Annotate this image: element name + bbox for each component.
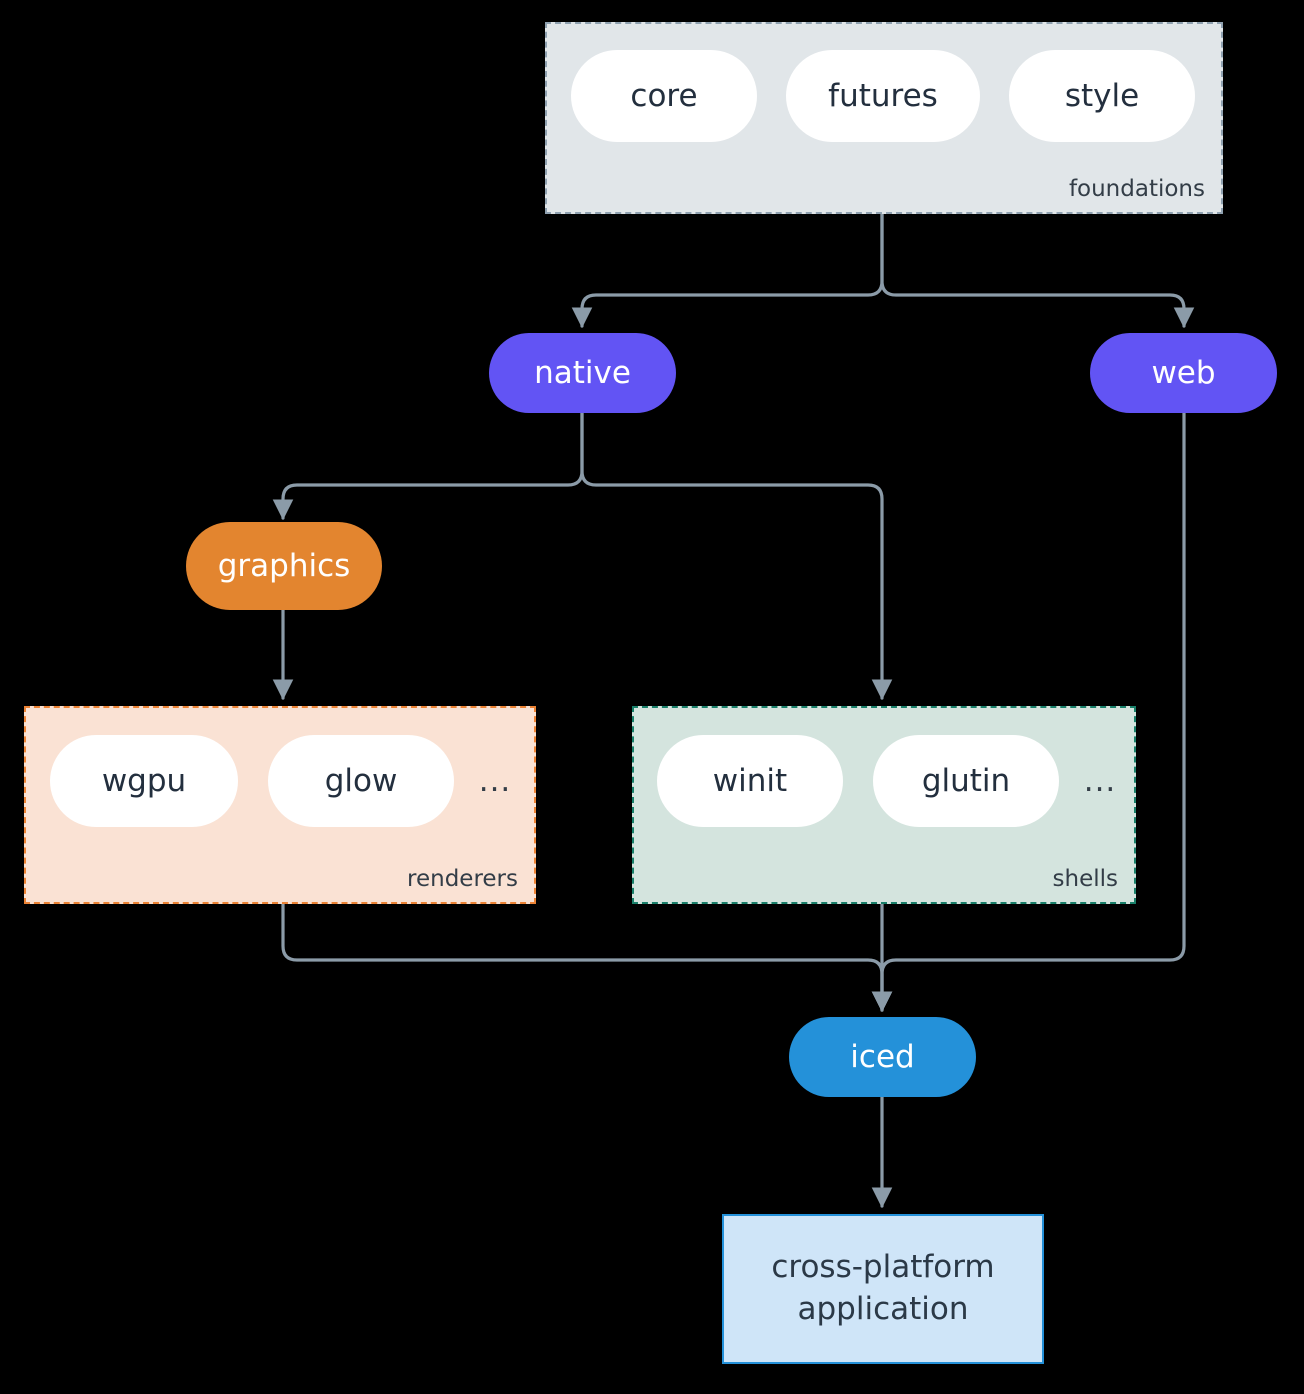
edge-renderers-iced: [281, 902, 893, 1013]
node-iced-label: iced: [850, 1039, 915, 1075]
node-futures-label: futures: [828, 78, 938, 114]
renderers-ellipsis-label: ...: [478, 763, 512, 799]
renderers-ellipsis: ...: [470, 735, 520, 827]
node-glow[interactable]: glow: [268, 735, 454, 827]
edge-native-shells: [580, 411, 893, 701]
node-winit-label: winit: [712, 763, 788, 799]
edge-foundations-native: [571, 212, 884, 329]
node-style[interactable]: style: [1009, 50, 1195, 142]
cluster-foundations-label: foundations: [1068, 176, 1205, 202]
node-winit[interactable]: winit: [657, 735, 843, 827]
node-core[interactable]: core: [571, 50, 757, 142]
node-cross-platform-application[interactable]: cross-platform application: [722, 1214, 1044, 1364]
cluster-shells-label: shells: [1052, 866, 1118, 892]
node-glutin-label: glutin: [921, 763, 1011, 799]
shells-ellipsis-label: ...: [1083, 763, 1117, 799]
application-line-2: application: [797, 1291, 969, 1327]
node-core-label: core: [630, 78, 698, 114]
node-graphics[interactable]: graphics: [186, 522, 382, 610]
edge-foundations-web: [880, 212, 1195, 329]
node-wgpu[interactable]: wgpu: [50, 735, 238, 827]
shells-ellipsis: ...: [1075, 735, 1125, 827]
edge-native-graphics: [272, 411, 584, 521]
node-style-label: style: [1064, 78, 1140, 114]
node-iced[interactable]: iced: [789, 1017, 976, 1097]
node-glow-label: glow: [324, 763, 398, 799]
node-wgpu-label: wgpu: [101, 763, 187, 799]
node-native-label: native: [534, 355, 631, 391]
node-futures[interactable]: futures: [786, 50, 980, 142]
node-web-label: web: [1151, 355, 1216, 391]
node-glutin[interactable]: glutin: [873, 735, 1059, 827]
node-native[interactable]: native: [489, 333, 676, 413]
node-web[interactable]: web: [1090, 333, 1277, 413]
node-graphics-label: graphics: [217, 548, 351, 584]
application-line-1: cross-platform: [771, 1249, 995, 1286]
cluster-renderers-label: renderers: [407, 866, 518, 892]
